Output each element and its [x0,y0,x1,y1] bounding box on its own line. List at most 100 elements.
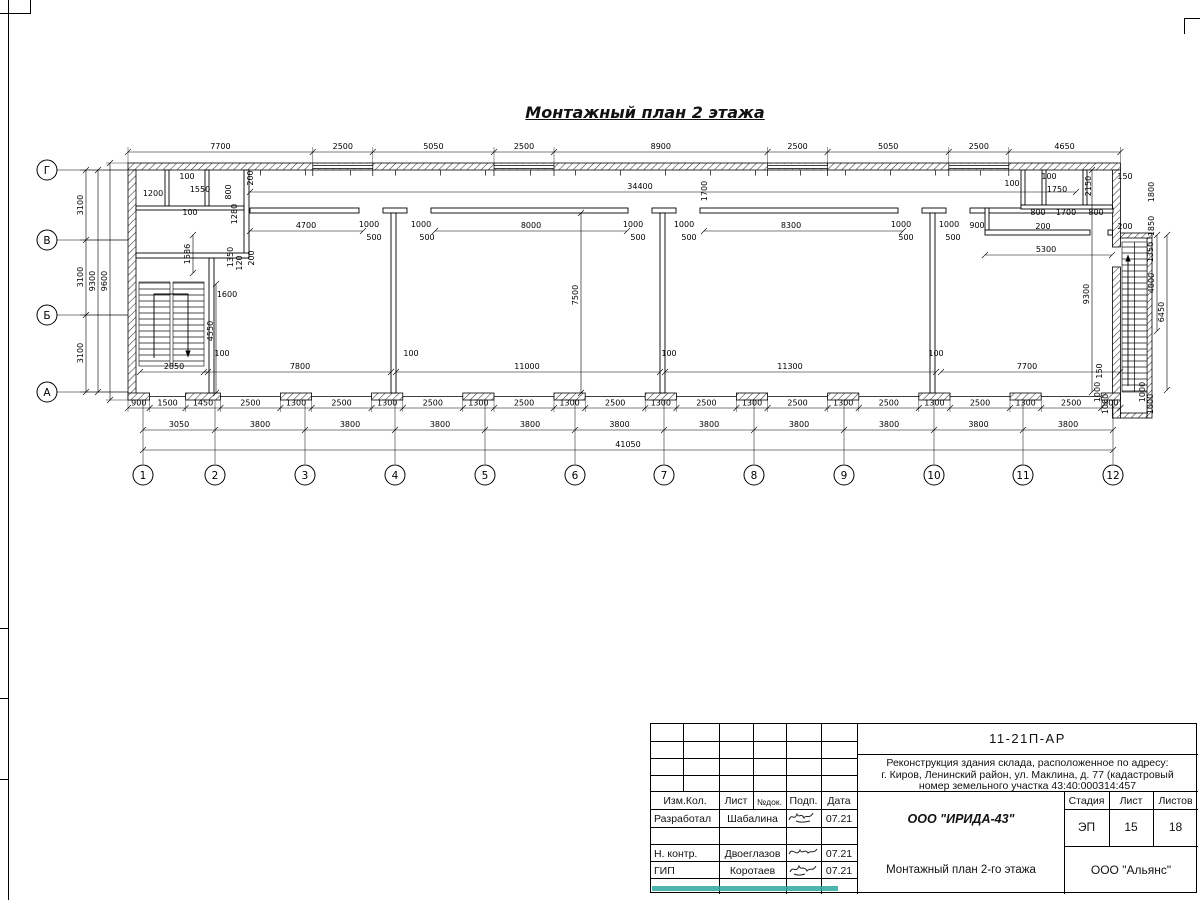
col-header-izm: Изм.Кол. [663,795,707,807]
frame-tick [0,779,8,780]
dim-label: 2500 [970,399,990,408]
stage-value: ЭП [1077,820,1096,834]
axis-label: 5 [482,470,489,482]
axis-bubble [294,464,316,486]
dim-line [246,188,1080,196]
dim-label: 2500 [514,142,534,151]
dim-label: 500 [945,233,960,242]
titleblock-line [857,754,1198,755]
dim-label: 41050 [615,440,640,449]
dim-label: 2850 [164,362,184,371]
dim-label: 2500 [605,399,625,408]
axis-label: 1 [140,470,147,482]
dim-line [1088,166,1096,396]
org-right: ООО "Альянс" [1090,863,1172,877]
interior-walls [135,169,1114,394]
col-header-doc: №док. [757,796,782,807]
frame-tick [0,698,8,699]
dim-label: 1000 [359,220,379,229]
dim-label: 1200 [143,189,163,198]
row-date: 07.21 [825,847,853,860]
titleblock-line [651,758,857,759]
titleblock-line [651,878,857,879]
dim-label: 500 [898,233,913,242]
dim-label: 1550 [190,185,210,194]
axis-label: 7 [661,470,668,482]
list-label: Лист [1119,795,1143,807]
dim-label: 6450 [1157,302,1166,322]
dim-label: 900 [131,399,146,408]
axis-bubble [36,304,58,326]
row-name: Шабалина [727,812,778,825]
titleblock-line [651,791,1198,792]
dim-label: 3800 [879,420,899,429]
dim-label: 9300 [1082,284,1091,304]
dim-label: 3800 [430,420,450,429]
sheet-number: 15 [1124,820,1138,834]
stairs [138,241,1148,393]
axis-bubble [36,381,58,403]
dim-label: 7700 [210,142,230,151]
dim-label: 500 [366,233,381,242]
exterior-walls [127,162,1153,419]
dim-line [200,368,395,376]
titleblock-line [857,724,858,894]
dim-label: 1586 [183,244,192,264]
dim-label: 2500 [969,142,989,151]
col-header-sign: Подп. [789,795,818,807]
dim-label: 100 [1004,179,1019,188]
dim-label: 1500 [157,399,177,408]
dim-label: 120 [235,255,244,270]
dim-label: 1750 [1047,185,1067,194]
dim-label: 3800 [609,420,629,429]
windows [149,163,1102,397]
titleblock-line [753,724,754,809]
dim-label: 1350 [1146,242,1155,262]
project-line-1: Реконструкция здания склада, расположенн… [886,757,1169,769]
row-date: 07.21 [825,812,853,825]
dim-label: 1000 [1138,382,1147,402]
dim-label: 1000 [623,220,643,229]
frame-corner-top-left [0,0,31,14]
dim-label: 1280 [230,204,239,224]
dim-label: 5050 [878,142,898,151]
wall-ticks [260,170,981,176]
dim-label: 8300 [781,221,801,230]
dim-label: 11300 [777,362,802,371]
dim-line [981,251,1116,259]
stage-label: Стадия [1068,795,1105,807]
drawing-title: Монтажный план 2 этажа [525,103,765,122]
dim-label: 100 [928,349,943,358]
axis-label: 11 [1016,470,1029,482]
row-name: Двоеглазов [724,847,781,860]
dim-label: 1350 [226,247,235,267]
dim-label: 1000 [1093,382,1102,402]
dim-line [212,280,220,397]
dim-label: 9300 [88,271,97,291]
title-block: 11-21П-АР Реконструкция здания склада, р… [650,723,1198,894]
sheet-title: Монтажный план 2-го этажа [886,864,1036,876]
titleblock-line [1064,791,1065,894]
titleblock-line [1109,791,1110,846]
dim-label: 3800 [340,420,360,429]
dim-label: 1700 [700,181,709,201]
dim-label: 100 [403,349,418,358]
dim-label: 1300 [559,399,579,408]
frame-corner-top-right [1184,18,1200,34]
titleblock-line [1153,791,1154,846]
dim-label: 150 [1117,172,1132,181]
extension-line [127,147,1121,163]
signature [789,864,817,876]
dim-label: 2500 [787,142,807,151]
dim-label: 4700 [296,221,316,230]
dim-label: 3100 [76,343,85,363]
dim-label: 1300 [833,399,853,408]
project-line-3: номер земельного участка 43:40:000314:45… [918,780,1137,792]
axis-label: 8 [751,470,758,482]
dim-label: 3100 [76,195,85,215]
dim-line [937,368,1124,376]
axis-label: 4 [392,470,399,482]
dim-label: 100 [179,172,194,181]
